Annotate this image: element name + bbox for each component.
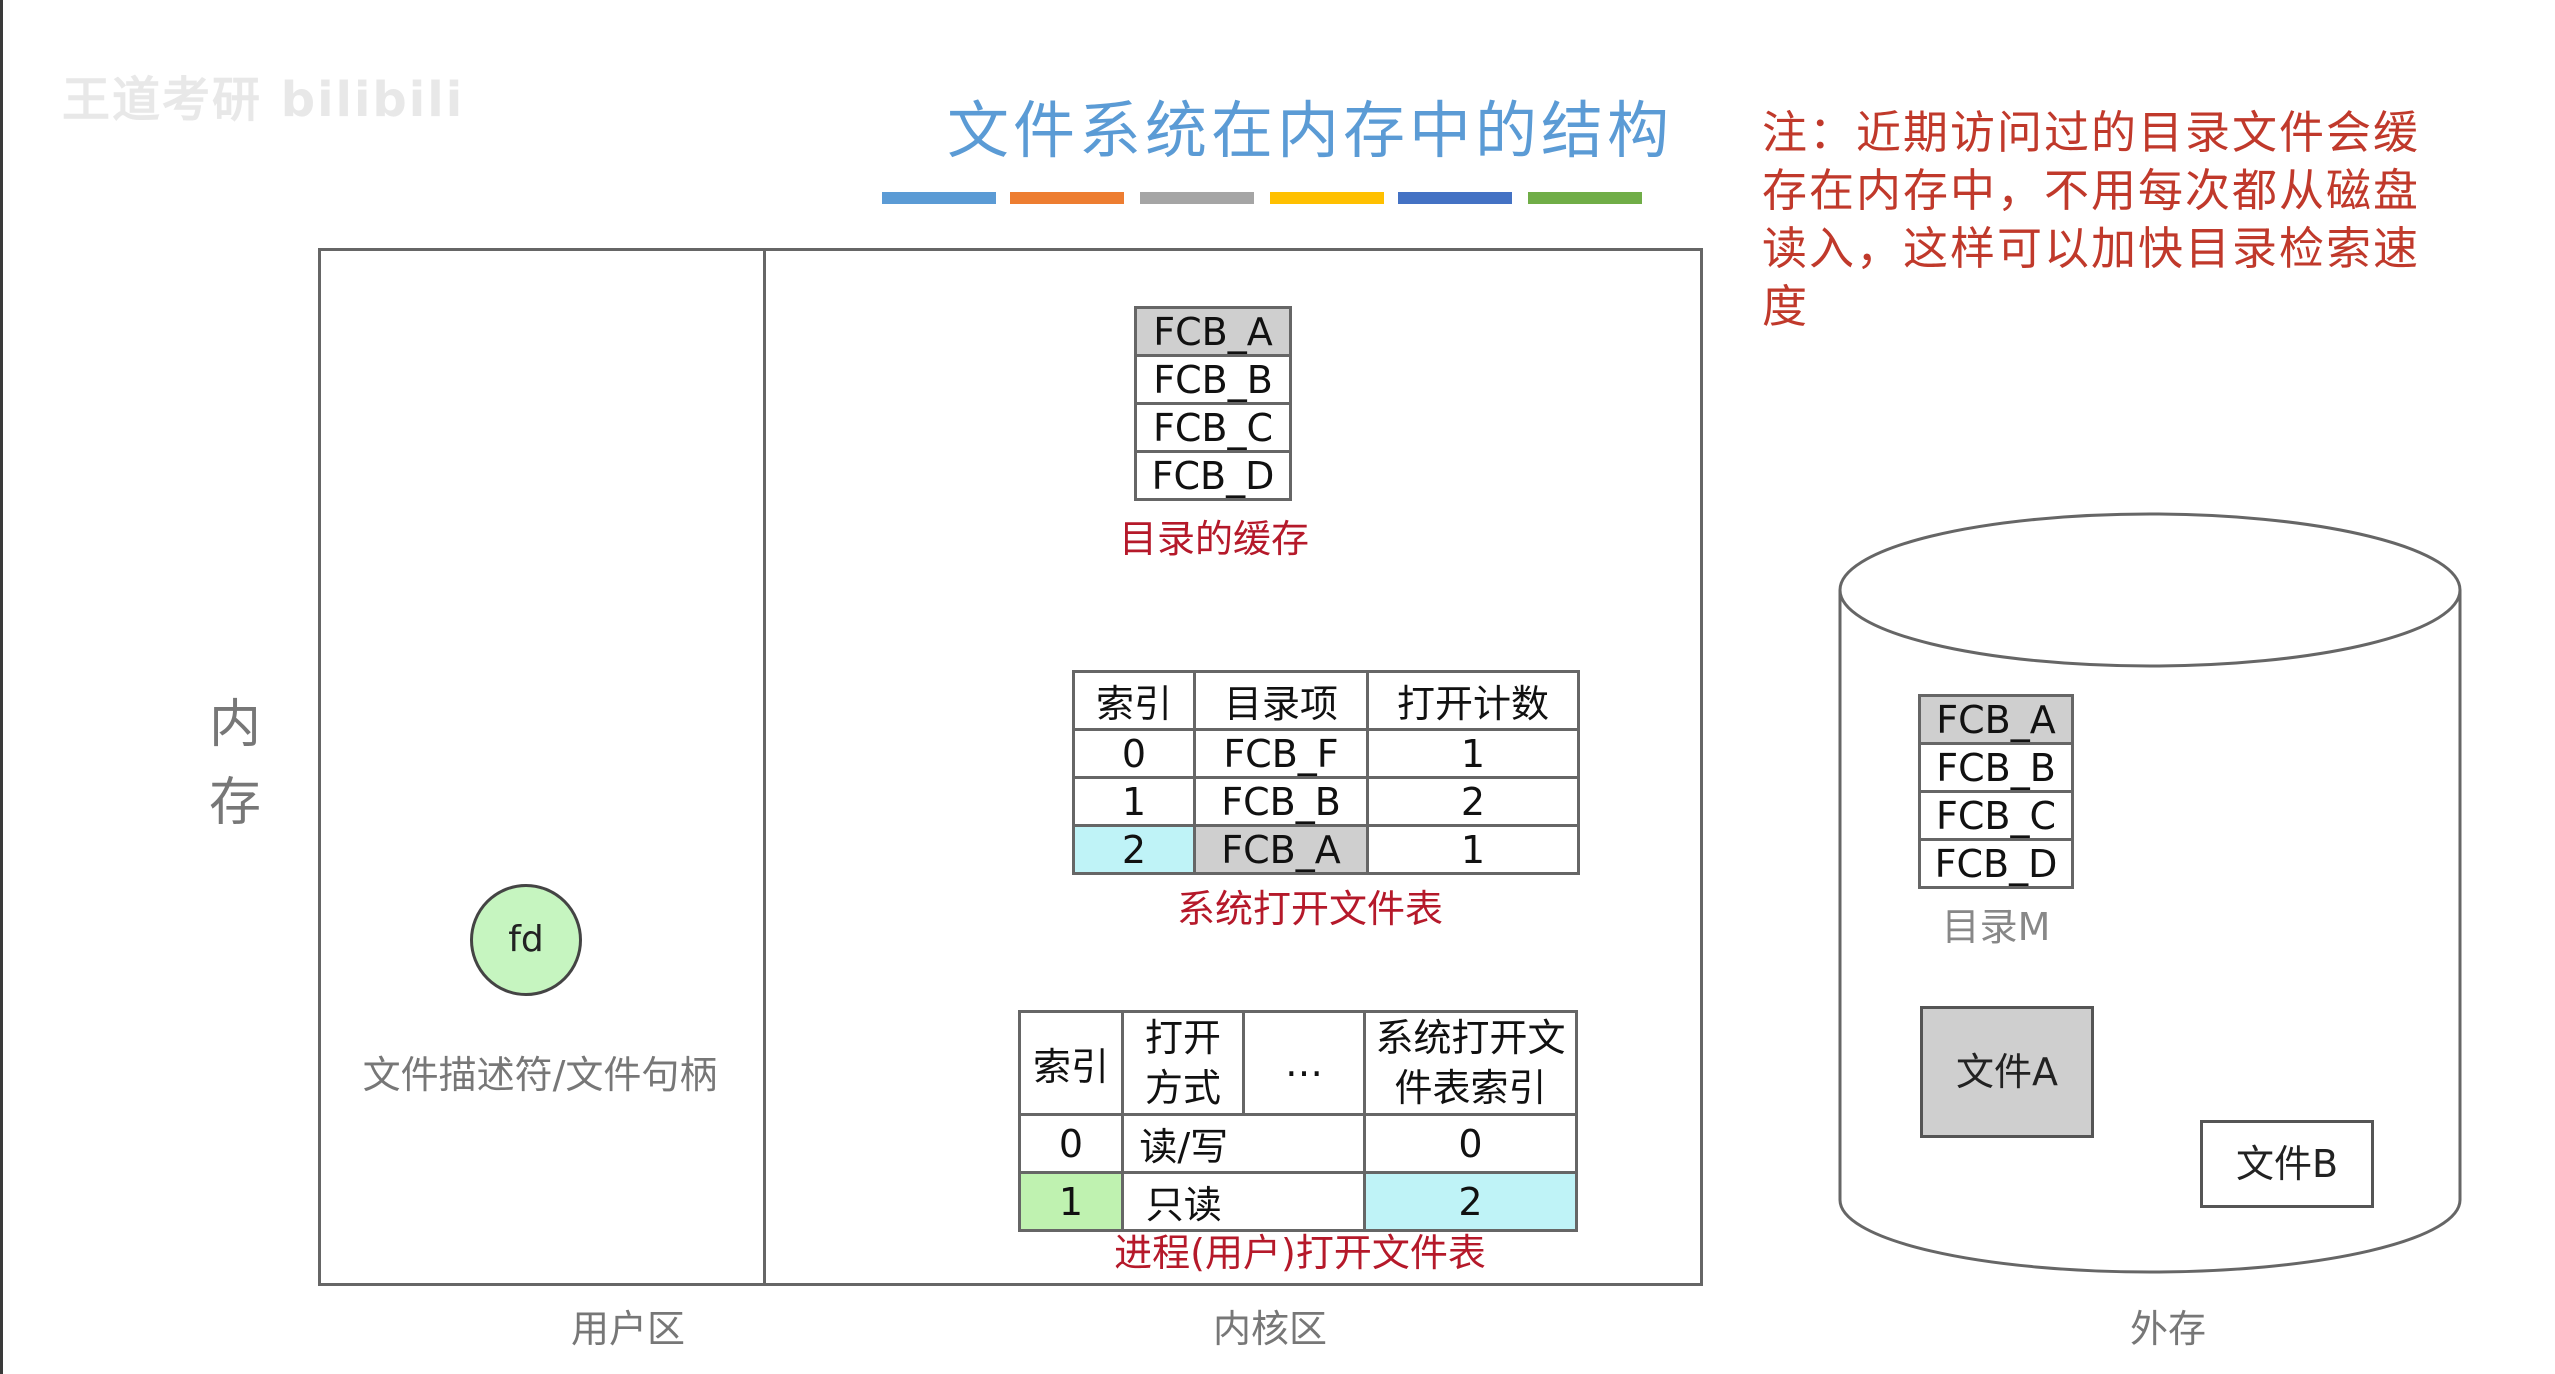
user-region-box (318, 248, 766, 1286)
table-header: 索引 (1072, 670, 1196, 731)
dir-cache-entry: FCB_B (1134, 354, 1292, 405)
dir-cache-entry: FCB_D (1134, 450, 1292, 501)
fd-caption: 文件描述符/文件句柄 (362, 1053, 718, 1097)
system-open-file-table: 索引 目录项 打开计数 0 FCB_F 1 1 FCB_B 2 2 FCB_A … (1072, 670, 1580, 875)
title-bar-segment-gray (1140, 192, 1254, 204)
file-a-box: 文件A (1920, 1006, 2094, 1138)
table-cell: 0 (1363, 1113, 1578, 1174)
disk-dir-entry: FCB_C (1918, 790, 2074, 841)
title-bar-segment-green (1528, 192, 1642, 204)
title-bar-segment-yellow (1270, 192, 1384, 204)
dir-cache-table: FCB_A FCB_B FCB_C FCB_D (1134, 306, 1292, 501)
table-cell: 1 (1072, 776, 1196, 827)
disk-dir-entry: FCB_A (1918, 694, 2074, 745)
page-title: 文件系统在内存中的结构 (946, 94, 1673, 167)
disk-dir-entry: FCB_D (1918, 838, 2074, 889)
table-cell: 0 (1018, 1113, 1124, 1174)
dir-cache-entry: FCB_C (1134, 402, 1292, 453)
process-open-file-table: 索引 打开方式 … 系统打开文件表索引 0 读/写 0 1 只读 2 (1018, 1010, 1578, 1232)
table-cell: 1 (1018, 1171, 1124, 1232)
header-line: 打开 (1144, 1016, 1221, 1060)
table-cell: 1 (1366, 728, 1580, 779)
table-cell (1243, 1171, 1366, 1232)
dir-cache-entry: FCB_A (1134, 306, 1292, 357)
table-cell: 0 (1072, 728, 1196, 779)
external-storage-label: 外存 (2129, 1307, 2206, 1351)
table-cell: 2 (1366, 776, 1580, 827)
table-cell: FCB_A (1193, 824, 1369, 875)
table-header: … (1242, 1010, 1366, 1116)
file-b-box: 文件B (2200, 1120, 2374, 1208)
table-cell: 2 (1363, 1171, 1578, 1232)
dir-cache-caption: 目录的缓存 (1118, 517, 1309, 561)
disk-dir-entry: FCB_B (1918, 742, 2074, 793)
watermark: 王道考研 bilibili (62, 72, 465, 128)
table-header-sys-index: 系统打开文件表索引 (1363, 1010, 1578, 1116)
table-cell: 1 (1366, 824, 1580, 875)
disk-directory-caption: 目录M (1941, 905, 2051, 949)
table-cell: 读/写 (1121, 1113, 1244, 1174)
disk-directory-table: FCB_A FCB_B FCB_C FCB_D (1918, 694, 2074, 889)
table-header: 打开计数 (1366, 670, 1580, 731)
table-cell: FCB_B (1193, 776, 1369, 827)
table-cell: 只读 (1121, 1171, 1244, 1232)
left-edge-line (0, 0, 3, 1374)
system-open-table-caption: 系统打开文件表 (1176, 887, 1443, 931)
table-cell: FCB_F (1193, 728, 1369, 779)
disk-cylinder-top (1838, 512, 2462, 668)
table-header: 目录项 (1193, 670, 1369, 731)
fd-circle: fd (470, 884, 582, 996)
header-line: 件表索引 (1394, 1066, 1547, 1110)
process-open-table-caption: 进程(用户)打开文件表 (1114, 1231, 1486, 1275)
user-region-label: 用户区 (570, 1307, 685, 1351)
title-bar-segment-blue (882, 192, 996, 204)
kernel-region-box (763, 248, 1703, 1286)
table-cell (1243, 1113, 1366, 1174)
table-header: 索引 (1018, 1010, 1124, 1116)
kernel-region-label: 内核区 (1212, 1307, 1327, 1351)
table-cell: 2 (1072, 824, 1196, 875)
cache-note: 注：近期访问过的目录文件会缓存在内存中，不用每次都从磁盘读入，这样可以加快目录检… (1762, 106, 2421, 333)
header-line: 系统打开文 (1375, 1016, 1566, 1060)
table-header-open-mode: 打开方式 (1121, 1010, 1245, 1116)
header-line: 方式 (1144, 1066, 1221, 1110)
title-bar-segment-orange (1010, 192, 1124, 204)
memory-label-char-2: 存 (208, 773, 261, 833)
memory-label-char-1: 内 (208, 695, 261, 755)
title-bar-segment-darkblue (1398, 192, 1512, 204)
disk-cylinder-icon (1838, 512, 2462, 1274)
